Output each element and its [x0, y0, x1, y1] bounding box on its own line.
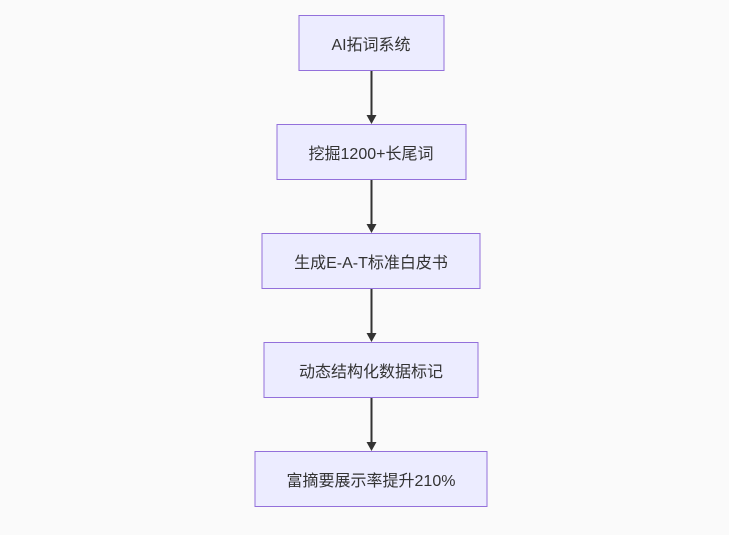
flowchart-node-structured-data-markup: 动态结构化数据标记 [263, 342, 479, 398]
flowchart-node-ai-word-expansion: AI拓词系统 [298, 15, 444, 71]
flowchart-node-eat-whitepaper: 生成E-A-T标准白皮书 [261, 233, 481, 289]
arrow-down-icon [366, 442, 376, 451]
arrow-connector [365, 398, 377, 451]
arrow-connector [365, 71, 377, 124]
flowchart-node-rich-snippet-rate: 富摘要展示率提升210% [254, 451, 488, 507]
node-label: 挖掘1200+长尾词 [308, 146, 434, 163]
arrow-connector [365, 180, 377, 233]
arrow-line [370, 398, 372, 442]
arrow-down-icon [366, 333, 376, 342]
flowchart-node-longtail-keywords: 挖掘1200+长尾词 [276, 124, 466, 180]
arrow-line [370, 180, 372, 224]
flowchart: AI拓词系统 挖掘1200+长尾词 生成E-A-T标准白皮书 动态结构化数据标记 [254, 15, 488, 507]
arrow-connector [365, 289, 377, 342]
arrow-line [370, 71, 372, 115]
arrow-down-icon [366, 115, 376, 124]
arrow-line [370, 289, 372, 333]
node-label: 生成E-A-T标准白皮书 [294, 255, 448, 272]
arrow-down-icon [366, 224, 376, 233]
node-label: 富摘要展示率提升210% [286, 473, 456, 490]
node-label: 动态结构化数据标记 [298, 364, 443, 381]
node-label: AI拓词系统 [331, 37, 411, 54]
